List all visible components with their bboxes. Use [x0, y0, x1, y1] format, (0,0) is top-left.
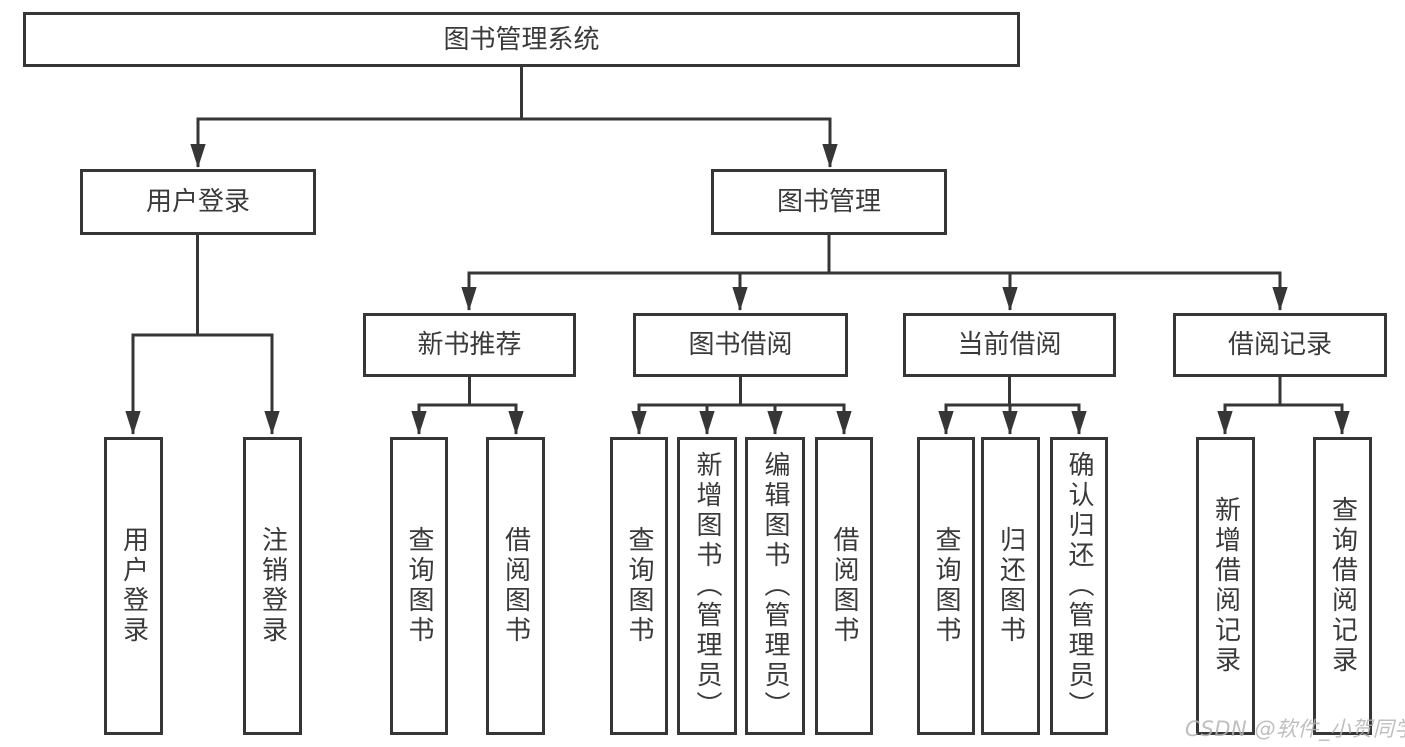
- leaf-query-borrow-record: 查询借阅记录: [1313, 437, 1372, 735]
- leaf-logout-login: 注销登录: [243, 437, 302, 735]
- connector-root-to-level2: [190, 67, 838, 168]
- leaf-return-books: 归还图书: [981, 437, 1040, 735]
- connector-book-borrow-to-leaves: [631, 377, 852, 435]
- leaf-borrow-books-recommend: 借阅图书: [486, 437, 545, 735]
- leaf-add-borrow-record: 新增借阅记录: [1196, 437, 1255, 735]
- leaf-edit-books-admin: 编辑图书（管理员）: [745, 437, 805, 735]
- leaf-confirm-return-admin: 确认归还（管理员）: [1050, 437, 1108, 735]
- watermark-text: CSDN @软件_小贺同学: [1185, 717, 1405, 741]
- leaf-add-books-admin: 新增图书（管理员）: [677, 437, 737, 735]
- leaf-query-books-current: 查询图书: [917, 437, 975, 735]
- node-current-borrow: 当前借阅: [903, 313, 1116, 377]
- node-book-borrow: 图书借阅: [633, 313, 848, 377]
- leaf-query-books-recommend: 查询图书: [390, 437, 448, 735]
- leaf-borrow-books: 借阅图书: [815, 437, 873, 735]
- node-user-login: 用户登录: [80, 169, 316, 235]
- connector-book-mgmt-to-level3: [461, 235, 1288, 311]
- connector-new-book-to-leaves: [411, 377, 524, 435]
- leaf-user-login: 用户登录: [104, 437, 163, 735]
- node-book-management: 图书管理: [711, 169, 947, 235]
- node-library-system: 图书管理系统: [23, 12, 1020, 67]
- connector-borrow-record-to-leaves: [1217, 377, 1350, 435]
- node-new-book-recommend: 新书推荐: [363, 313, 576, 377]
- leaf-query-books-borrow: 查询图书: [610, 437, 668, 735]
- connector-current-borrow-to-leaves: [938, 377, 1087, 435]
- node-borrow-records: 借阅记录: [1173, 313, 1387, 377]
- connector-user-login-to-leaves: [125, 235, 280, 435]
